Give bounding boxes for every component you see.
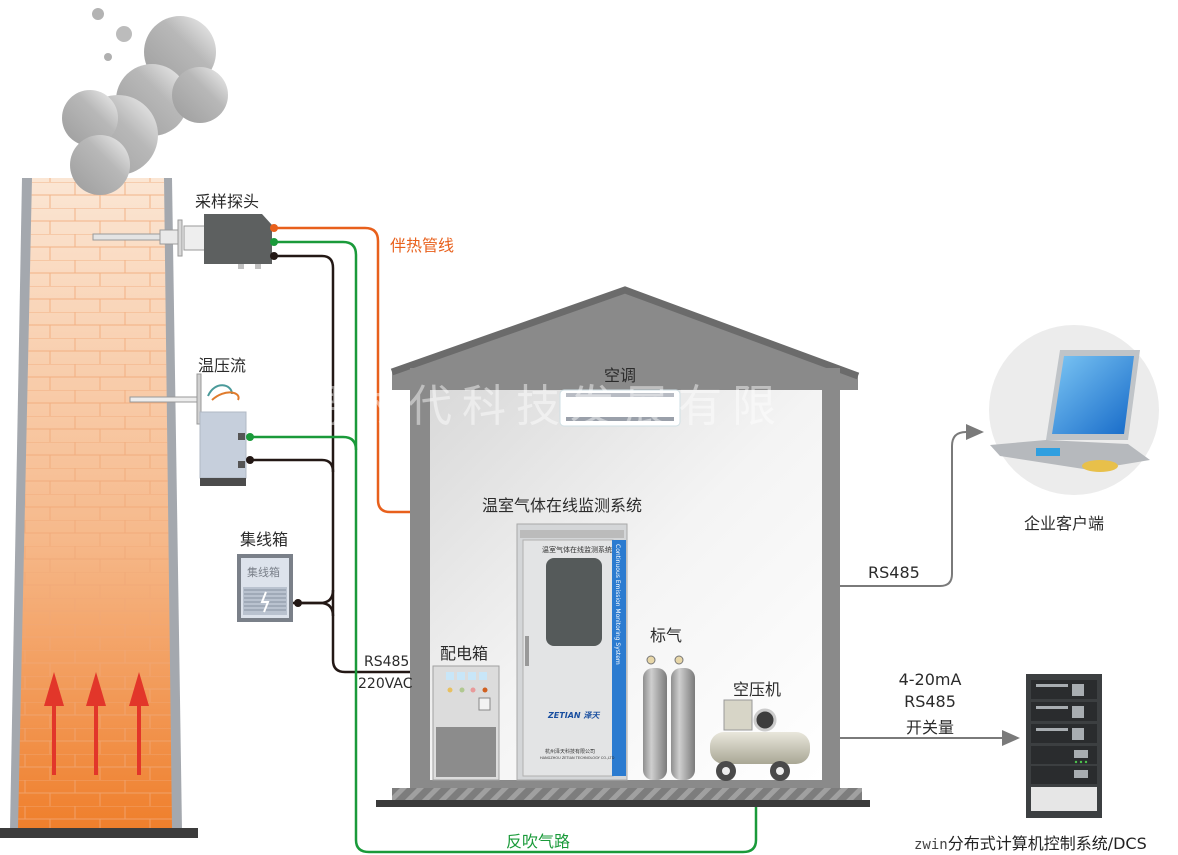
air-conditioner-label: 空调	[603, 366, 637, 385]
calibration-gas-label: 标气	[650, 626, 683, 645]
sampling-probe-label: 采样探头	[195, 192, 260, 211]
dcs-label: 分布式计算机控制系统/DCS	[947, 834, 1147, 853]
rs485-arrow	[840, 424, 984, 587]
connector-dot	[270, 224, 278, 232]
connector-dot	[294, 599, 302, 607]
client-label: 企业客户端	[1023, 514, 1105, 533]
connector-dot	[270, 252, 278, 260]
dcs-signal-rs485: RS485	[904, 692, 956, 711]
temp-pressure-flow-device	[129, 373, 247, 486]
dcs-server-rack	[1026, 674, 1102, 818]
flow-arrows	[44, 672, 149, 775]
cabinet-title: 温室气体在线监测系统	[542, 546, 612, 554]
cabinet-brand: ZETIAN 泽天	[548, 711, 600, 720]
junction-box-label: 集线箱	[240, 530, 289, 549]
220vac-label: 220VAC	[358, 676, 413, 692]
connector-dot	[246, 456, 254, 464]
dcs-signal-switch: 开关量	[905, 718, 955, 737]
distribution-box-label: 配电箱	[440, 644, 489, 663]
backflush-line-label: 反吹气路	[506, 832, 571, 851]
backflush-line	[250, 240, 758, 854]
cabinet-side-text: Continuous Emission Monitoring System	[614, 544, 621, 665]
signal-lines	[250, 254, 410, 674]
temp-pressure-flow-label: 温压流	[198, 356, 247, 375]
calibration-gas-cylinders	[643, 655, 695, 780]
junction-box	[237, 554, 293, 622]
connector-dot	[246, 433, 254, 441]
sampling-probe	[92, 214, 272, 269]
dcs-label-wrap: zwin分布式计算机控制系统/DCS	[914, 830, 1147, 854]
chimney	[0, 178, 198, 838]
distribution-box	[432, 665, 500, 781]
heated-line	[274, 226, 410, 514]
system-title: 温室气体在线监测系统	[482, 496, 643, 515]
heated-line-label: 伴热管线	[390, 236, 455, 255]
watermark: 易时代科技发展有限	[300, 381, 786, 432]
connector-dot	[270, 238, 278, 246]
cabinet-company-cn: 杭州泽天科技有限公司	[545, 749, 596, 755]
air-compressor-label: 空压机	[733, 680, 782, 699]
laptop-icon	[989, 325, 1159, 495]
air-conditioner	[559, 389, 681, 427]
cems-cabinet	[516, 523, 628, 781]
footer-overlap-text: zwin	[914, 837, 948, 853]
rs485-left-label: RS485	[364, 654, 410, 670]
junction-box-panel-label: 集线箱	[247, 566, 280, 579]
dcs-signal-4-20ma: 4-20mA	[898, 670, 962, 689]
cabinet-company-en: HANGZHOU ZETIAN TECHNOLOGY CO.,LTD	[540, 756, 615, 760]
air-compressor	[710, 699, 810, 781]
rs485-right-label: RS485	[868, 563, 920, 582]
lightning-icon	[260, 591, 270, 613]
smoke	[62, 8, 228, 195]
